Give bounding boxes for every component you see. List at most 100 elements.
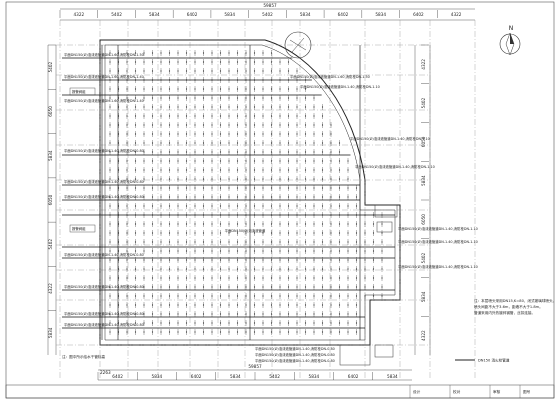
sprinkler-head-188 xyxy=(151,295,154,297)
sprinkler-head-810 xyxy=(321,295,324,297)
pipe-label-right-0: 平面DN150(Ø)泡沫液管道DN-1.60,消防栓DN-1.50 xyxy=(290,74,370,79)
sprinkler-head-204 xyxy=(160,151,162,153)
sprinkler-head-10 xyxy=(109,133,111,135)
sprinkler-head-3 xyxy=(109,70,111,72)
sprinkler-head-819 xyxy=(330,160,332,162)
sprinkler-head-535 xyxy=(245,250,247,252)
sprinkler-head-372 xyxy=(202,223,205,225)
sprinkler-head-462 xyxy=(228,169,230,171)
sprinkler-head-798 xyxy=(321,187,324,189)
sprinkler-head-837 xyxy=(330,322,332,324)
sprinkler-head-146 xyxy=(143,205,145,207)
sprinkler-head-648 xyxy=(279,124,281,126)
sprinkler-head-128 xyxy=(134,331,137,333)
sprinkler-head-359 xyxy=(202,106,205,108)
sprinkler-head-573 xyxy=(253,304,256,306)
sprinkler-head-21 xyxy=(109,232,111,234)
sprinkler-head-277 xyxy=(177,232,179,234)
dim-top-0: 4322 xyxy=(74,12,85,17)
sprinkler-head-616 xyxy=(270,115,273,117)
sprinkler-head-664 xyxy=(279,268,281,270)
sprinkler-head-142 xyxy=(143,169,145,171)
sprinkler-head-812 xyxy=(321,313,324,315)
sprinkler-head-857 xyxy=(338,304,341,306)
dim-bottom-overall: 59857 xyxy=(248,364,262,369)
sprinkler-head-466 xyxy=(228,205,230,207)
sprinkler-head-205 xyxy=(160,160,162,162)
bottom-left-note: 注：图中所示给水干管标高 xyxy=(62,354,106,359)
sprinkler-head-261 xyxy=(177,88,179,90)
sprinkler-head-866 xyxy=(347,205,349,207)
sprinkler-head-925 xyxy=(381,277,383,279)
sprinkler-head-655 xyxy=(279,187,281,189)
sprinkler-head-547 xyxy=(253,70,256,72)
sprinkler-head-739 xyxy=(304,133,307,135)
sprinkler-head-357 xyxy=(202,88,205,90)
sprinkler-head-144 xyxy=(143,187,145,189)
sprinkler-head-564 xyxy=(253,223,256,225)
sprinkler-head-108 xyxy=(134,151,137,153)
dim-bottom-4: 5402 xyxy=(269,374,280,379)
sprinkler-head-413 xyxy=(211,304,213,306)
sprinkler-head-216 xyxy=(160,259,162,261)
sprinkler-head-652 xyxy=(279,160,281,162)
sprinkler-head-374 xyxy=(202,241,205,243)
sprinkler-head-392 xyxy=(211,115,213,117)
sprinkler-head-399 xyxy=(211,178,213,180)
sprinkler-head-864 xyxy=(347,187,349,189)
sprinkler-head-349 xyxy=(194,304,196,306)
dim-left-1: 6050 xyxy=(48,106,53,117)
sprinkler-head-131 xyxy=(143,70,145,72)
sprinkler-head-201 xyxy=(160,124,162,126)
sprinkler-head-74 xyxy=(126,133,128,135)
sprinkler-head-270 xyxy=(177,169,179,171)
sprinkler-head-488 xyxy=(236,115,239,117)
sprinkler-head-722 xyxy=(296,241,298,243)
sprinkler-head-298 xyxy=(185,133,188,135)
sprinkler-head-495 xyxy=(236,178,239,180)
sprinkler-head-476 xyxy=(228,295,230,297)
sprinkler-head-454 xyxy=(228,97,230,99)
sprinkler-head-402 xyxy=(211,205,213,207)
sprinkler-head-679 xyxy=(287,124,290,126)
sprinkler-head-596 xyxy=(262,223,264,225)
sprinkler-head-691 xyxy=(287,232,290,234)
sprinkler-head-24 xyxy=(109,259,111,261)
sprinkler-head-161 xyxy=(151,52,154,54)
sprinkler-head-287 xyxy=(177,322,179,324)
sprinkler-head-322 xyxy=(194,61,196,63)
sprinkler-head-626 xyxy=(270,205,273,207)
sprinkler-head-135 xyxy=(143,106,145,108)
sprinkler-head-183 xyxy=(151,250,154,252)
sprinkler-head-491 xyxy=(236,142,239,144)
sprinkler-head-886 xyxy=(355,232,358,234)
sprinkler-head-681 xyxy=(287,142,290,144)
sprinkler-head-297 xyxy=(185,124,188,126)
sprinkler-head-519 xyxy=(245,106,247,108)
sprinkler-head-876 xyxy=(347,295,349,297)
sprinkler-head-148 xyxy=(143,223,145,225)
sprinkler-head-915 xyxy=(372,277,375,279)
sprinkler-head-897 xyxy=(355,331,358,333)
sprinkler-head-255 xyxy=(168,322,171,324)
sprinkler-head-312 xyxy=(185,259,188,261)
sprinkler-head-916 xyxy=(372,286,375,288)
sprinkler-head-246 xyxy=(168,241,171,243)
sprinkler-head-569 xyxy=(253,268,256,270)
sprinkler-head-717 xyxy=(296,196,298,198)
sprinkler-head-240 xyxy=(168,187,171,189)
sprinkler-head-629 xyxy=(270,232,273,234)
sprinkler-head-888 xyxy=(355,250,358,252)
sprinkler-head-444 xyxy=(219,295,222,297)
pipe-label-right-5: 平面DN150(Ø)泡沫液管道DN-1.40,消防栓DN-1.10 xyxy=(398,239,478,244)
sprinkler-head-603 xyxy=(262,286,264,288)
sprinkler-head-619 xyxy=(270,142,273,144)
sprinkler-head-756 xyxy=(304,286,307,288)
sprinkler-head-428 xyxy=(219,151,222,153)
sprinkler-head-2 xyxy=(109,61,111,63)
sprinkler-head-880 xyxy=(347,331,349,333)
left-note-2: 报警阀组 xyxy=(72,226,86,231)
sprinkler-head-303 xyxy=(185,178,188,180)
sprinkler-head-154 xyxy=(143,277,145,279)
sprinkler-head-97 xyxy=(134,52,137,54)
